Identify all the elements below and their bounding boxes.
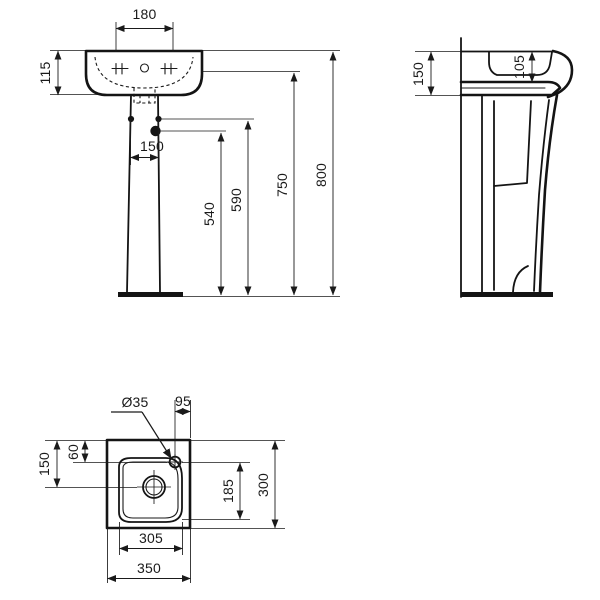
dimension-300-label: 300	[255, 473, 271, 497]
dimension-305-label: 305	[139, 530, 163, 546]
dimension-150-pedestal: 150	[130, 119, 164, 165]
dimension-350: 350	[107, 528, 191, 583]
basin-apron-side	[459, 80, 562, 97]
bowl-outer-plan	[118, 457, 183, 523]
dimension-150-plan: 150	[36, 440, 137, 488]
basin-outer-profile-side	[546, 49, 574, 99]
dimension-750: 750	[203, 71, 300, 296]
waste-trap-hidden-outline	[133, 88, 156, 104]
basin-bowl-inner-side	[488, 51, 553, 76]
dimension-60-label: 60	[65, 444, 81, 460]
dimension-540-label: 540	[201, 202, 217, 226]
fixing-bolt-left	[111, 62, 129, 75]
dimension-750-label: 750	[274, 173, 290, 197]
dimension-60: 60	[65, 440, 167, 463]
dimension-800-label: 800	[313, 163, 329, 187]
dimension-185: 185	[182, 462, 250, 520]
dimension-540: 540	[158, 130, 226, 296]
dimension-dia35-label: Ø35	[121, 394, 148, 410]
dimension-150-side-label: 150	[410, 62, 426, 86]
dimension-185-label: 185	[220, 479, 236, 503]
pedestal-front-inner-edge-side	[533, 99, 550, 292]
pedestal-panel-side	[493, 100, 532, 187]
dimension-590: 590	[159, 118, 254, 296]
dimension-305: 305	[119, 522, 183, 555]
dimension-115-label: 115	[37, 62, 53, 85]
dimension-105-side: 105	[511, 51, 536, 83]
dimension-115: 115	[37, 50, 62, 96]
dimension-150-pedestal-label: 150	[140, 138, 164, 154]
basin-bowl-hidden-edge	[94, 56, 194, 89]
fixing-point-left-marker	[127, 115, 135, 123]
dimension-180: 180	[115, 6, 174, 52]
plan-view: Ø35 95 150 60	[36, 393, 285, 583]
dimension-180-label: 180	[133, 6, 157, 22]
dimension-95: 95	[174, 393, 191, 456]
tap-hole-front	[139, 63, 150, 73]
pedestal-front-edge-side	[538, 93, 559, 294]
pedestal-foot-side	[461, 292, 553, 297]
dimension-105-side-label: 105	[511, 55, 527, 79]
dimension-95-label: 95	[175, 393, 191, 409]
pedestal-foot-front	[118, 292, 183, 297]
dimension-150-side: 150	[410, 51, 461, 96]
dimension-350-label: 350	[137, 560, 161, 576]
basin-outline-plan	[105, 438, 192, 530]
dimension-800: 800	[313, 51, 337, 296]
side-elevation-view: 150 105	[410, 37, 574, 298]
basin-outline-front	[84, 49, 204, 97]
dimension-300: 300	[190, 440, 285, 529]
front-elevation-view: 180 115 150 540	[37, 6, 340, 297]
leader-dia35: Ø35	[111, 394, 172, 459]
dimension-150-plan-label: 150	[36, 452, 52, 476]
dimension-590-label: 590	[228, 188, 244, 212]
pedestal-base-curve-side	[512, 265, 529, 293]
bowl-inner-plan	[122, 461, 179, 519]
fixing-bolt-right	[160, 62, 178, 75]
